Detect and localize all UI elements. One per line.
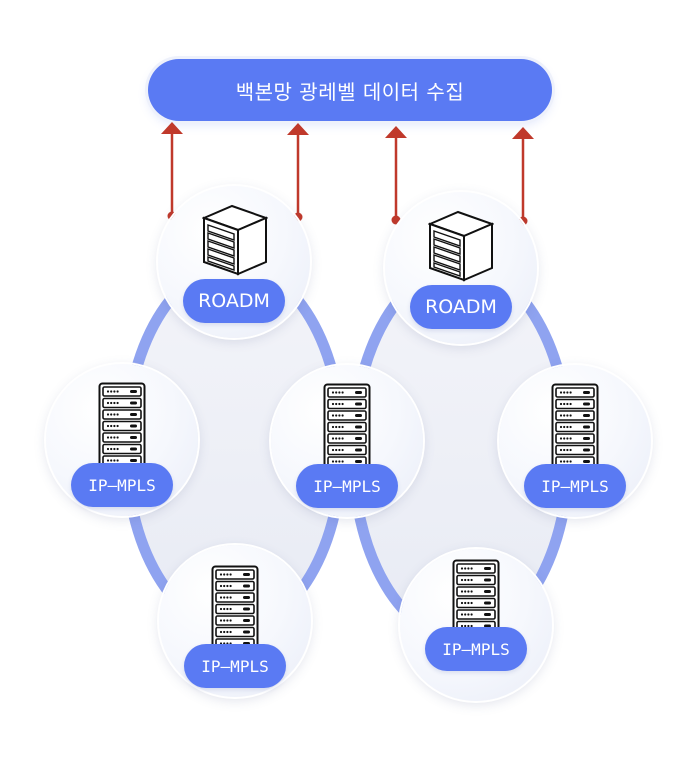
ip-mpls-label: IP—MPLS xyxy=(541,476,609,496)
roadm-label: ROADM xyxy=(425,296,497,318)
ip-mpls-node-south-right[interactable]: IP—MPLS xyxy=(400,549,552,701)
ip-mpls-label: IP—MPLS xyxy=(313,476,381,496)
ip-mpls-node-east[interactable]: IP—MPLS xyxy=(499,365,651,517)
ip-mpls-node-west[interactable]: IP—MPLS xyxy=(46,364,198,516)
ip-mpls-label-pill: IP—MPLS xyxy=(425,627,527,671)
server-rack-icon xyxy=(551,383,599,467)
ip-mpls-label-pill: IP—MPLS xyxy=(71,463,173,507)
ip-mpls-label: IP—MPLS xyxy=(88,475,156,495)
server-cube-icon xyxy=(428,210,494,282)
server-rack-icon xyxy=(323,383,371,467)
header-title: 백본망 광레벨 데이터 수집 xyxy=(235,79,465,104)
data-collection-header: 백본망 광레벨 데이터 수집 xyxy=(148,59,552,121)
roadm-node-left[interactable]: ROADM xyxy=(158,186,310,338)
roadm-node-right[interactable]: ROADM xyxy=(385,192,537,344)
roadm-label: ROADM xyxy=(198,290,270,312)
ip-mpls-node-south-left[interactable]: IP—MPLS xyxy=(159,545,311,697)
roadm-label-pill: ROADM xyxy=(410,285,512,329)
ip-mpls-label-pill: IP—MPLS xyxy=(524,464,626,508)
ip-mpls-label: IP—MPLS xyxy=(442,639,510,659)
ip-mpls-label: IP—MPLS xyxy=(201,656,269,676)
server-rack-icon xyxy=(98,382,146,466)
roadm-label-pill: ROADM xyxy=(183,279,285,323)
ip-mpls-node-center[interactable]: IP—MPLS xyxy=(271,365,423,517)
ip-mpls-label-pill: IP—MPLS xyxy=(296,464,398,508)
server-rack-icon xyxy=(211,565,259,649)
ip-mpls-label-pill: IP—MPLS xyxy=(184,644,286,688)
server-cube-icon xyxy=(202,204,268,276)
